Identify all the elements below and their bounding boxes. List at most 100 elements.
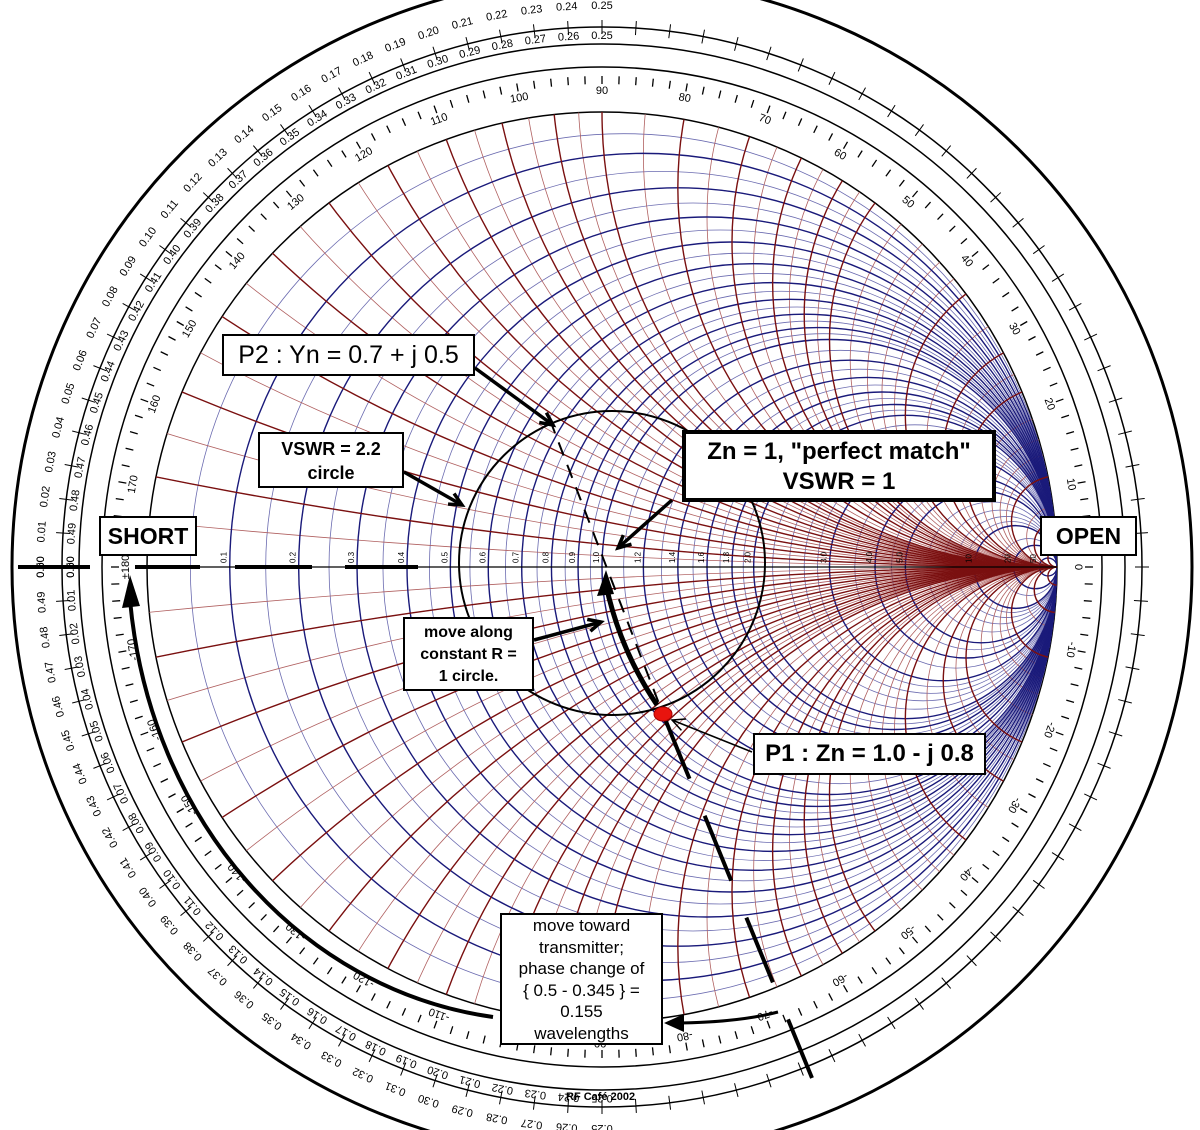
vswr-circle-callout: VSWR = 2.2 circle — [258, 432, 404, 488]
angle-tick — [194, 836, 202, 843]
angle-label: 120 — [353, 145, 375, 165]
wavelength-label: 0.19 — [383, 36, 407, 55]
wavelength-label: 0.20 — [417, 24, 441, 42]
angle-tick — [204, 850, 212, 857]
angle-tick — [1042, 366, 1051, 372]
angle-tick — [982, 863, 990, 870]
wavelength-tick — [139, 273, 153, 282]
wavelength-tick — [1097, 365, 1111, 372]
angle-label: ±180 — [120, 555, 132, 579]
angle-tick — [635, 1048, 637, 1057]
wavelength-label-inner: 0.18 — [364, 1037, 388, 1057]
angle-tick — [1035, 778, 1044, 783]
wavelength-tick — [766, 46, 772, 61]
angle-label: 110 — [429, 111, 450, 128]
reactance-arc-minor — [999, 452, 1057, 568]
angle-tick — [236, 237, 244, 245]
angle-tick — [1028, 793, 1036, 799]
angle-tick — [782, 111, 787, 120]
angle-tick — [871, 159, 878, 167]
wavelength-label: 0.13 — [206, 146, 230, 169]
wavelength-tick — [202, 931, 214, 942]
wavelength-tick — [1068, 823, 1082, 831]
wavelength-label-inner: 0.14 — [251, 965, 275, 988]
wavelength-tick — [93, 365, 107, 372]
angle-label: 70 — [757, 112, 773, 127]
wavelength-tick — [432, 1073, 438, 1088]
wavelength-label-inner: 0.42 — [126, 299, 147, 324]
wavelength-tick — [1130, 633, 1145, 637]
wavelength-label-inner: 0.16 — [305, 1005, 330, 1027]
wavelength-tick — [122, 303, 136, 311]
resistance-axis-label: 0.7 — [512, 551, 521, 563]
wavelength-label: 0.07 — [84, 316, 104, 340]
angle-label: -40 — [957, 863, 976, 883]
angle-tick — [176, 807, 185, 814]
reactance-arc — [1047, 566, 1057, 586]
angle-tick — [401, 1007, 407, 1016]
angle-label: 40 — [958, 252, 975, 269]
angle-tick — [134, 715, 143, 720]
wavelength-label-inner: 0.15 — [278, 985, 302, 1007]
angle-tick — [1055, 398, 1064, 403]
angle-tick — [813, 125, 818, 134]
wavelength-tick — [338, 87, 346, 101]
wavelength-tick — [701, 1090, 705, 1105]
wavelength-tick — [202, 192, 214, 203]
wavelength-label: 0.45 — [59, 728, 77, 752]
wavelength-label: 0.27 — [520, 1116, 543, 1130]
angle-tick — [482, 1035, 486, 1044]
wavelength-tick — [532, 24, 536, 39]
wavelength-label-inner: 0.40 — [161, 243, 183, 267]
wavelength-tick — [567, 1098, 570, 1113]
wavelength-label: 0.23 — [520, 3, 543, 18]
resistance-axis-label: 0.5 — [440, 551, 449, 563]
angle-tick — [272, 201, 280, 209]
wavelength-tick — [106, 333, 120, 341]
wavelength-label-inner: 0.46 — [79, 423, 96, 447]
angle-tick — [550, 78, 553, 87]
angle-tick — [1083, 600, 1092, 602]
resistance-axis-label: 10 — [964, 554, 973, 563]
reactance-arc — [942, 566, 1057, 796]
angle-tick — [550, 1047, 553, 1056]
angle-label: -10 — [1063, 641, 1078, 659]
angle-tick — [1011, 822, 1019, 828]
wavelength-label-inner: 0.17 — [334, 1022, 359, 1043]
wavelength-tick — [180, 217, 192, 228]
reactance-arc — [828, 566, 1057, 1022]
wavelength-tick — [567, 21, 570, 36]
move-t-line-4: { 0.5 - 0.345 } = — [523, 980, 640, 1000]
resistance-axis-label: 1.8 — [722, 551, 731, 563]
wavelength-tick — [828, 71, 836, 85]
toward-short-arrowhead — [122, 575, 140, 608]
angle-tick — [898, 947, 905, 955]
angle-tick — [185, 822, 193, 828]
angle-tick — [701, 86, 705, 95]
wavelength-label: 0.11 — [159, 198, 181, 222]
wavelength-label: 0.40 — [137, 885, 159, 909]
wavelength-tick — [338, 1033, 346, 1047]
wavelength-label: 0.43 — [84, 794, 104, 818]
wavelength-label: 0.08 — [100, 284, 121, 309]
wavelength-tick — [159, 245, 172, 255]
wavelength-label: 0.42 — [100, 825, 121, 850]
wavelength-label-inner: 0.35 — [278, 126, 302, 148]
reactance-arc — [1033, 566, 1057, 614]
p2-arrow — [473, 366, 555, 427]
angle-tick — [299, 947, 306, 955]
wavelength-tick — [797, 1062, 804, 1076]
angle-tick — [937, 213, 944, 221]
vswr-arrow-head — [447, 492, 466, 507]
wavelength-tick — [668, 1095, 672, 1110]
angle-label: 80 — [678, 91, 692, 105]
wavelength-tick — [887, 1016, 896, 1030]
reactance-arc-minor — [991, 436, 1057, 568]
wavelength-tick — [990, 931, 1002, 942]
wavelength-tick — [280, 124, 290, 137]
angle-label: 160 — [146, 394, 164, 415]
angle-tick — [842, 141, 849, 150]
angle-tick — [146, 382, 155, 387]
angle-tick — [370, 133, 376, 141]
angle-tick — [417, 111, 422, 120]
